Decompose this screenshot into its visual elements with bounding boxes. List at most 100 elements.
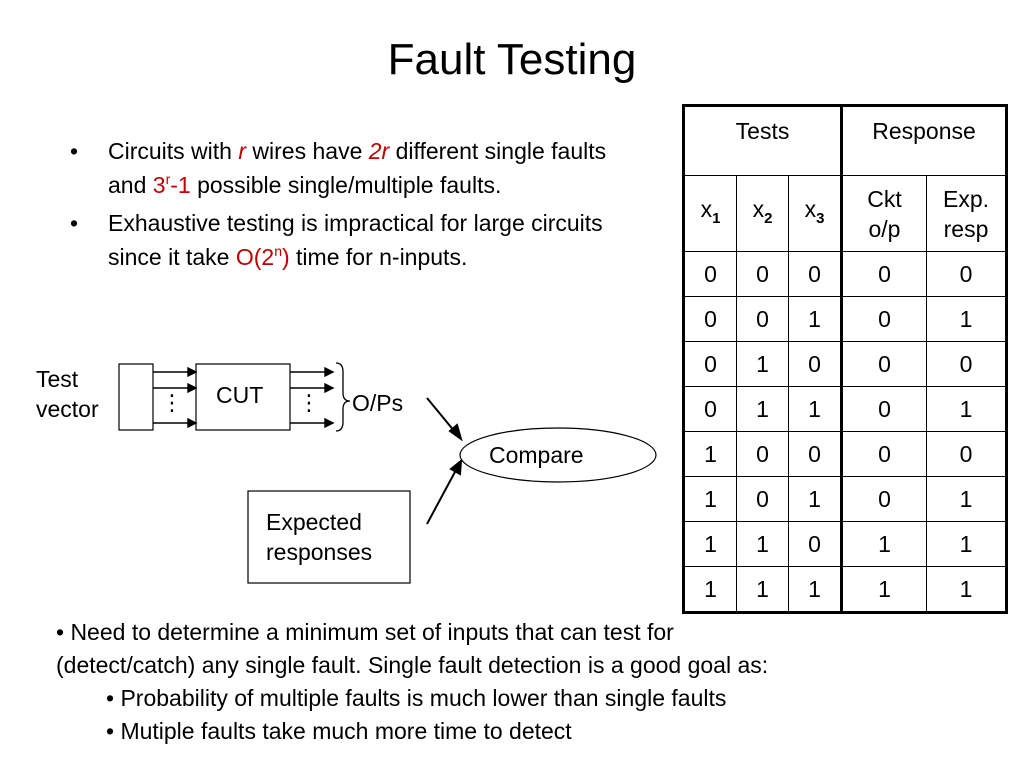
table-cell: 0 <box>683 386 737 432</box>
table-cell: 1 <box>788 566 842 613</box>
table-cell: 1 <box>788 386 842 432</box>
table-cell: 0 <box>788 431 842 477</box>
table-cell: 0 <box>736 476 789 522</box>
bullet-text-part: 2r <box>368 138 390 164</box>
table-cell: 1 <box>926 296 1007 342</box>
col-x3: x3 <box>788 175 842 252</box>
table-cell: 1 <box>683 476 737 522</box>
bullet-text-part: ) <box>281 244 290 270</box>
bottom-notes: • Need to determine a minimum set of inp… <box>56 616 1006 748</box>
output-dots: ⋮ <box>298 390 320 415</box>
bullet-text-part: Circuits with <box>108 138 239 164</box>
bullet-text-part: O(2 <box>235 244 275 270</box>
table-cell: 0 <box>736 251 789 297</box>
bullet-dot: • <box>70 210 79 236</box>
table-cell: 1 <box>788 296 842 342</box>
bullet-text-part: n <box>274 243 282 259</box>
table-cell: 0 <box>683 341 737 387</box>
table-cell: 0 <box>926 251 1007 297</box>
bullet-text: Circuits with r wires have 2r different … <box>108 134 610 202</box>
table-cell: 1 <box>683 431 737 477</box>
response-header: Response <box>840 105 1007 176</box>
note-sub-2: • Mutiple faults take much more time to … <box>106 718 572 744</box>
bullet-text: Exhaustive testing is impractical for la… <box>108 206 610 274</box>
table-cell: 0 <box>788 521 842 567</box>
table-cell: 1 <box>788 476 842 522</box>
table-cell: 0 <box>683 296 737 342</box>
test-vector-label: Test vector <box>36 366 99 422</box>
col-x1: x1 <box>683 175 737 252</box>
table-cell: 0 <box>840 341 927 387</box>
table-cell: 0 <box>926 431 1007 477</box>
table-cell: 0 <box>736 431 789 477</box>
table-cell: 1 <box>840 521 927 567</box>
input-arrows <box>153 366 198 429</box>
note-line-1: • Need to determine a minimum set of inp… <box>56 619 674 645</box>
bullet-text-part: -1 <box>170 172 191 198</box>
tests-header: Tests <box>683 105 842 176</box>
col-exp-resp: Exp.resp <box>926 175 1007 252</box>
slide-title: Fault Testing <box>387 35 637 84</box>
table-cell: 0 <box>736 296 789 342</box>
note-line-2: (detect/catch) any single fault. Single … <box>56 652 769 678</box>
test-vector-box <box>118 363 154 431</box>
input-dots: ⋮ <box>161 390 183 415</box>
table-cell: 0 <box>788 341 842 387</box>
bullet-item: • Circuits with r wires have 2r different… <box>70 134 610 202</box>
bullet-text-part: possible single/multiple faults. <box>190 172 502 198</box>
table-cell: 1 <box>683 566 737 613</box>
outputs-brace <box>335 362 351 432</box>
bullet-list: • Circuits with r wires have 2r different… <box>70 134 610 278</box>
bullet-text-part: time for n-inputs. <box>289 244 468 270</box>
table-cell: 0 <box>788 251 842 297</box>
table-cell: 1 <box>736 521 789 567</box>
table-cell: 0 <box>840 476 927 522</box>
table-cell: 1 <box>926 386 1007 432</box>
table-cell: 0 <box>840 251 927 297</box>
bullet-item: • Exhaustive testing is impractical for l… <box>70 206 610 274</box>
table-cell: 0 <box>840 386 927 432</box>
ops-label: O/Ps <box>352 390 404 416</box>
table-cell: 1 <box>683 521 737 567</box>
expected-responses-label: Expected responses <box>266 509 373 565</box>
table-cell: 1 <box>736 341 789 387</box>
compare-label: Compare <box>489 442 584 468</box>
table-cell: 0 <box>840 431 927 477</box>
compare-ellipse <box>459 427 657 483</box>
expected-responses-box <box>247 490 411 584</box>
table-cell: 1 <box>736 566 789 613</box>
bullet-text-part: r <box>165 171 171 187</box>
table-group-header: Tests Response <box>683 105 1007 176</box>
bullet-text-part: Exhaustive testing is impractical for la… <box>108 210 603 270</box>
table-cell: 1 <box>840 566 927 613</box>
col-x2: x2 <box>736 175 789 252</box>
cut-label: CUT <box>216 382 264 408</box>
table-cell: 1 <box>926 476 1007 522</box>
bullet-text-part: 3 <box>152 172 166 198</box>
table-cell: 1 <box>926 521 1007 567</box>
bullet-text-part: different single faults and <box>108 138 607 198</box>
fault-test-diagram <box>118 362 657 584</box>
bullet-dot: • <box>70 138 79 164</box>
table-cell: 1 <box>736 386 789 432</box>
compare-arrows <box>426 397 463 525</box>
bullet-text-part: wires have <box>246 138 369 164</box>
table-cell: 0 <box>683 251 737 297</box>
cut-box <box>195 363 291 431</box>
table-cell: 1 <box>926 566 1007 613</box>
table-cell: 0 <box>926 341 1007 387</box>
table-cell: 0 <box>840 296 927 342</box>
note-sub-1: • Probability of multiple faults is much… <box>106 685 727 711</box>
bullet-text-part: r <box>238 138 247 164</box>
